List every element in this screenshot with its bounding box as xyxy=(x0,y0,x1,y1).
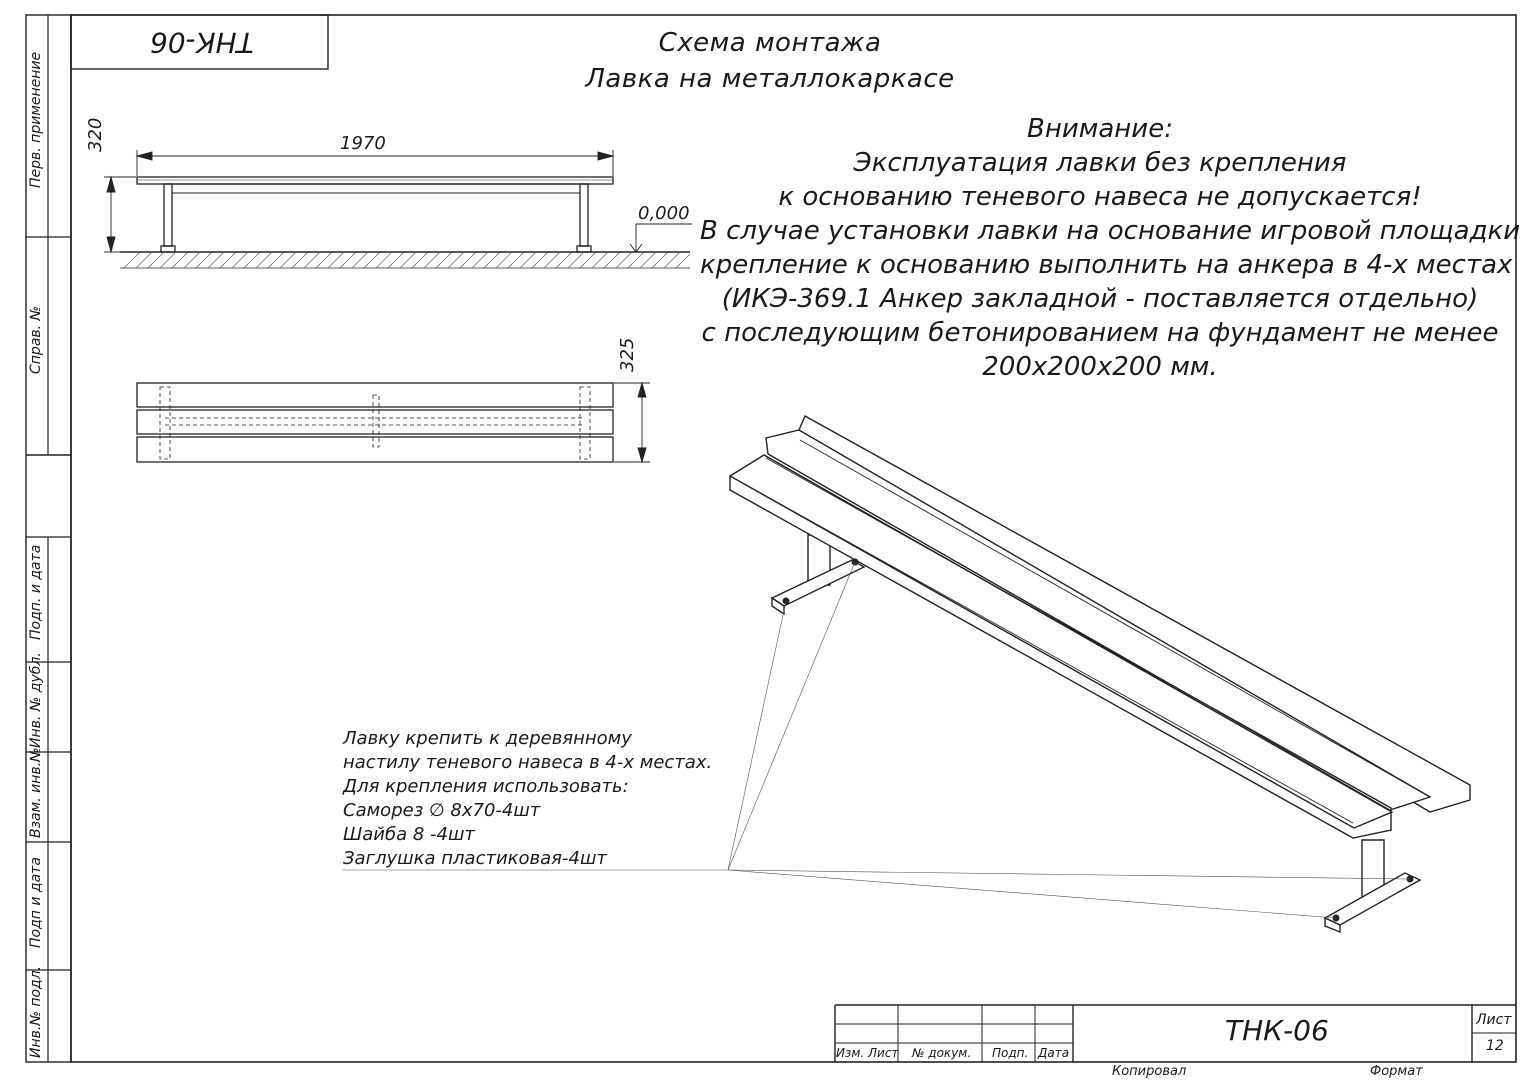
plan-view xyxy=(136,382,614,463)
title-line-2: Лавка на металлокаркасе xyxy=(585,64,955,94)
tb-izm: Изм. xyxy=(836,1046,865,1060)
ground-hatch xyxy=(123,251,691,269)
tb-sheet-number: 12 xyxy=(1486,1038,1504,1054)
tb-podp: Подп. xyxy=(992,1046,1029,1060)
note-line: Заглушка пластиковая-4шт xyxy=(343,848,607,869)
sheet-code-mirrored: ТНК-06 xyxy=(150,26,254,59)
side-label-inv-dubl: Инв. № дубл. xyxy=(28,652,44,748)
front-view xyxy=(120,176,690,269)
side-label-inv-podl: Инв.№ подл. xyxy=(28,965,44,1058)
note-line: Саморез ∅ 8х70-4шт xyxy=(343,800,541,821)
isometric-bench xyxy=(728,415,1471,934)
side-label-vzam: Взам. инв.№ xyxy=(28,747,44,838)
dim-length-text: 1970 xyxy=(340,133,386,154)
warning-line: к основанию теневого навеса не допускает… xyxy=(778,182,1422,212)
warning-line: (ИКЭ-369.1 Анкер закладной - поставляетс… xyxy=(721,284,1479,314)
side-label-podp-bottom: Подп и дата xyxy=(28,857,44,948)
dim-height xyxy=(104,175,136,254)
tb-data: Дата xyxy=(1038,1046,1070,1060)
note-line: Шайба 8 -4шт xyxy=(343,824,475,845)
warning-line: Внимание: xyxy=(1027,114,1173,144)
warning-line: крепление к основанию выполнить на анкер… xyxy=(700,250,1513,280)
side-label-podp-top: Подп. и дата xyxy=(28,544,44,640)
warning-line: с последующим бетонированием на фундамен… xyxy=(701,318,1499,348)
dim-height-text: 320 xyxy=(85,118,106,152)
tb-format: Формат xyxy=(1370,1064,1423,1079)
warning-line: Эксплуатация лавки без крепления xyxy=(853,148,1347,178)
code-box xyxy=(70,14,329,70)
title-block xyxy=(834,1004,1516,1062)
warning-line: В случае установки лавки на основание иг… xyxy=(700,216,1521,246)
tb-sheet-label: Лист xyxy=(1476,1012,1512,1028)
dim-length xyxy=(135,150,615,176)
note-line: Лавку крепить к деревянному xyxy=(343,728,632,749)
tb-list: Лист xyxy=(868,1046,899,1060)
title-line-1: Схема монтажа xyxy=(658,28,882,58)
warning-line: 200х200х200 мм. xyxy=(982,352,1218,382)
tb-code: ТНК-06 xyxy=(1225,1014,1329,1047)
dim-width xyxy=(614,381,650,464)
level-mark xyxy=(629,223,692,253)
note-line: Для крепления использовать: xyxy=(343,776,629,797)
leader-lines xyxy=(342,561,1411,919)
dim-width-text: 325 xyxy=(617,338,638,372)
side-label-sprav: Справ. № xyxy=(28,305,44,374)
tb-doc-no: № докум. xyxy=(912,1046,972,1060)
side-label-perv: Перв. применение xyxy=(28,51,44,188)
level-text: 0,000 xyxy=(638,203,690,224)
tb-kopiroval: Копировал xyxy=(1112,1064,1187,1079)
note-line: настилу теневого навеса в 4-х местах. xyxy=(343,752,713,773)
